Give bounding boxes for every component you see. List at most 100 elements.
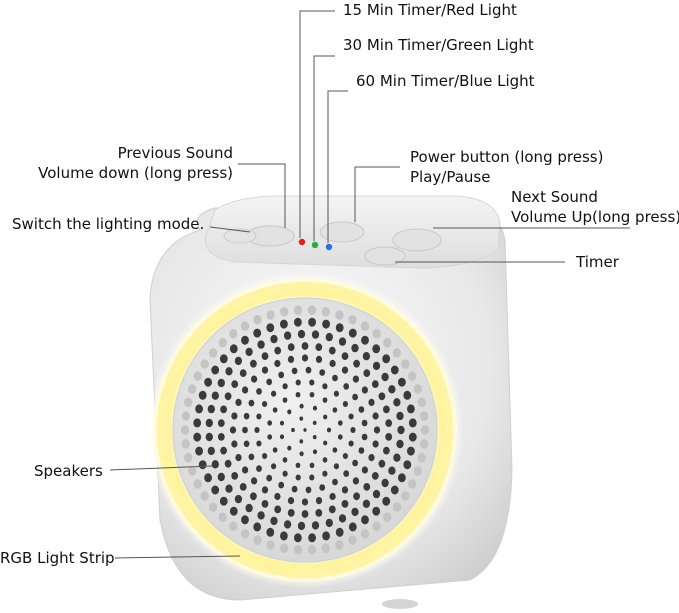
speaker-hole xyxy=(220,405,227,414)
speaker-hole xyxy=(218,512,227,523)
speaker-hole xyxy=(382,354,391,364)
speaker-hole xyxy=(280,543,289,553)
speaker-hole xyxy=(184,397,193,408)
speaker-hole xyxy=(362,499,371,508)
speaker-hole xyxy=(319,369,326,376)
speaker-hole xyxy=(217,419,225,427)
speaker-hole xyxy=(333,463,340,470)
speaker-hole xyxy=(382,496,391,506)
speaker-hole xyxy=(351,343,359,353)
speaker-hole xyxy=(315,343,323,351)
speaker-hole xyxy=(261,400,268,408)
label-timer: Timer xyxy=(576,253,619,271)
speaker-hole xyxy=(188,466,197,476)
speaker-hole xyxy=(270,516,278,526)
speaker-hole xyxy=(283,520,292,529)
speaker-hole xyxy=(323,414,328,420)
speaker-hole xyxy=(413,466,422,476)
speaker-hole xyxy=(229,328,238,339)
speaker-hole xyxy=(315,497,323,505)
speaker-hole xyxy=(315,355,323,363)
speaker-hole xyxy=(383,337,392,348)
speaker-hole xyxy=(211,460,219,469)
timer-button[interactable] xyxy=(364,246,406,266)
speaker-hole xyxy=(218,337,227,348)
speaker-hole xyxy=(332,478,338,486)
label-15min-timer: 15 Min Timer/Red Light xyxy=(343,1,517,19)
speaker-hole xyxy=(219,496,228,506)
speaker-hole xyxy=(224,459,232,468)
speaker-hole xyxy=(337,420,343,426)
speaker-hole xyxy=(280,531,288,541)
switch-light-button[interactable] xyxy=(223,228,257,244)
speaker-hole xyxy=(294,317,302,327)
speaker-hole xyxy=(361,419,368,427)
speaker-hole xyxy=(299,439,304,444)
speaker-hole xyxy=(408,371,417,381)
speaker-hole xyxy=(282,397,288,403)
speaker-hole xyxy=(282,383,288,390)
speaker-hole xyxy=(361,466,369,474)
power-button[interactable] xyxy=(319,221,365,243)
speaker-hole xyxy=(267,434,273,440)
speaker-hole xyxy=(338,337,347,346)
speaker-hole xyxy=(328,505,336,514)
speaker-hole xyxy=(200,359,209,369)
speaker-hole xyxy=(224,392,232,401)
next-sound-button[interactable] xyxy=(392,228,442,252)
speaker-hole xyxy=(335,310,344,320)
speaker-hole xyxy=(335,540,344,550)
speaker-hole xyxy=(368,454,375,462)
speaker-hole xyxy=(303,428,307,432)
speaker-hole xyxy=(243,412,250,420)
device-foot xyxy=(382,599,418,609)
speaker-hole xyxy=(335,527,344,537)
speaker-hole xyxy=(368,398,375,406)
speaker-hole xyxy=(383,446,390,455)
speaker-hole xyxy=(250,477,258,485)
speaker-hole xyxy=(261,352,269,360)
speaker-hole xyxy=(280,307,289,317)
speaker-hole xyxy=(211,391,219,400)
speaker-hole xyxy=(245,503,253,513)
speaker-hole xyxy=(287,409,292,415)
speaker-hole xyxy=(240,321,250,331)
speaker-hole xyxy=(235,398,242,406)
speaker-hole xyxy=(266,474,273,482)
speaker-hole xyxy=(352,477,360,485)
speaker-hole xyxy=(220,446,227,455)
speaker-hole xyxy=(323,440,328,446)
speaker-hole xyxy=(305,366,312,374)
speaker-hole xyxy=(352,375,360,383)
speaker-hole xyxy=(207,404,215,414)
speaker-hole xyxy=(193,432,202,442)
speaker-hole xyxy=(348,440,354,447)
speaker-hole xyxy=(337,434,343,440)
speaker-hole xyxy=(322,319,330,329)
speaker-hole xyxy=(401,359,410,369)
speaker-hole xyxy=(250,375,258,383)
speaker-hole xyxy=(373,426,381,434)
speaker-hole xyxy=(408,418,417,428)
speaker-hole xyxy=(297,521,306,531)
speaker-hole xyxy=(250,359,257,368)
speaker-hole xyxy=(278,481,285,489)
speaker-hole xyxy=(372,506,381,516)
led-green xyxy=(311,241,319,249)
speaker-hole xyxy=(408,432,417,442)
speaker-hole xyxy=(241,515,249,525)
speaker-hole xyxy=(309,462,315,469)
speaker-hole xyxy=(293,545,303,555)
speaker-hole xyxy=(266,310,275,320)
speaker-hole xyxy=(341,366,349,374)
speaker-hole xyxy=(229,521,238,532)
speaker-hole xyxy=(299,451,304,457)
speaker-hole xyxy=(193,479,202,489)
speaker-hole xyxy=(234,494,243,504)
speaker-hole xyxy=(312,434,317,440)
speaker-hole xyxy=(307,305,317,315)
speaker-hole xyxy=(240,529,250,539)
speaker-hole xyxy=(266,527,275,537)
